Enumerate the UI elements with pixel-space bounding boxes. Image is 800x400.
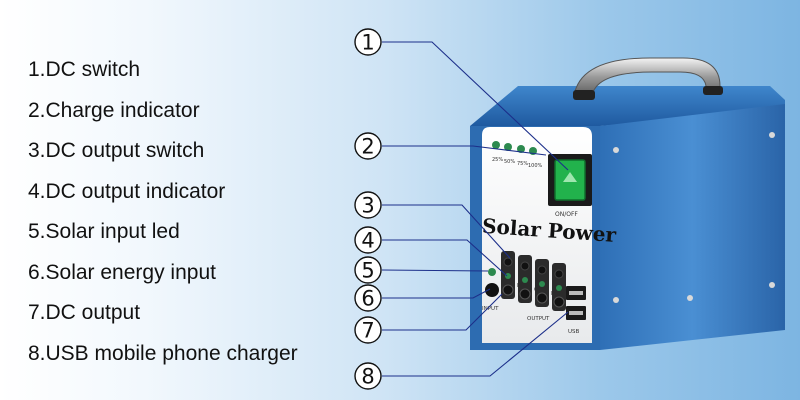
- charge-label-25: 25%: [492, 157, 503, 163]
- input-label: INPUT: [482, 306, 499, 312]
- legend-item-solar-input-led: 5.Solar input led: [28, 220, 180, 243]
- output-switch-d[interactable]: [503, 257, 513, 267]
- callout-8: 8: [354, 362, 382, 390]
- usb-charger: USB: [566, 286, 586, 335]
- charge-label-75: 75%: [517, 161, 528, 167]
- leader-line-5: [381, 269, 489, 272]
- charge-label-100: 100%: [528, 163, 543, 169]
- callout-2-number: 2: [361, 135, 374, 159]
- legend-item-dc-output-switch: 3.DC output switch: [28, 139, 205, 162]
- leader-line-4: [382, 239, 508, 277]
- solar-input-port[interactable]: [485, 283, 499, 297]
- callout-6: 6: [354, 284, 382, 312]
- leader-line-8: [382, 311, 569, 377]
- legend-item-charge-indicator: 2.Charge indicator: [28, 98, 200, 122]
- dc-switch[interactable]: ON/OFF: [548, 154, 592, 218]
- charge-led-50: [504, 143, 512, 151]
- output-led-a: [556, 285, 562, 291]
- output-led-b: [539, 281, 545, 287]
- carry-handle: [573, 57, 723, 100]
- callout-7-number: 7: [361, 319, 374, 343]
- switch-label: ON/OFF: [555, 211, 578, 218]
- legend-item-usb-charger: 8.USB mobile phone charger: [28, 341, 298, 365]
- leader-line-3: [382, 204, 511, 259]
- legend-item-solar-energy-input: 6.Solar energy input: [28, 260, 216, 284]
- charge-indicator: 25% 50% 75% 100%: [492, 141, 543, 169]
- callout-5-number: 5: [361, 259, 374, 283]
- legend-item-dc-output: 7.DC output: [28, 301, 141, 324]
- callout-3: 3: [354, 191, 382, 219]
- callout-3-number: 3: [361, 194, 374, 218]
- charge-label-50: 50%: [504, 159, 515, 165]
- legend-item-dc-switch: 1.DC switch: [28, 58, 141, 81]
- leader-line-6: [382, 288, 491, 299]
- callout-4: 4: [354, 226, 382, 254]
- leader-line-7: [382, 293, 503, 331]
- callout-5: 5: [354, 256, 382, 284]
- legend-item-dc-output-indicator: 4.DC output indicator: [28, 179, 226, 203]
- leader-lines: [381, 41, 569, 377]
- usb-label: USB: [568, 329, 580, 335]
- output-port-b[interactable]: [536, 292, 548, 304]
- callout-1-number: 1: [361, 31, 374, 55]
- output-port-a[interactable]: [553, 296, 565, 308]
- solar-input-group: INPUT: [482, 268, 499, 312]
- leader-line-2: [382, 145, 547, 156]
- callout-1: 1: [354, 28, 382, 56]
- output-switch-a[interactable]: [554, 269, 564, 279]
- dc-outputs: D C B A OUTPUT: [501, 251, 572, 322]
- leader-line-1: [382, 41, 569, 171]
- charge-led-75: [517, 145, 525, 153]
- callout-7: 7: [354, 316, 382, 344]
- output-port-d[interactable]: [502, 284, 514, 296]
- callout-markers: 1 2 3 4 5 6 7 8: [354, 28, 382, 390]
- output-led-c: [522, 277, 528, 283]
- output-switch-c[interactable]: [520, 261, 530, 271]
- dc-output-a: A: [552, 263, 572, 311]
- output-label: OUTPUT: [527, 316, 550, 322]
- output-switch-b[interactable]: [537, 265, 547, 275]
- callout-8-number: 8: [361, 365, 374, 389]
- dc-output-d: D: [501, 251, 521, 299]
- legend-list: 1.DC switch 2.Charge indicator 3.DC outp…: [28, 50, 298, 374]
- solar-input-led: [488, 268, 496, 276]
- output-port-c[interactable]: [519, 288, 531, 300]
- callout-2: 2: [354, 132, 382, 160]
- charge-led-25: [492, 141, 500, 149]
- callout-4-number: 4: [361, 229, 374, 253]
- callout-6-number: 6: [361, 287, 374, 311]
- output-led-d: [505, 273, 511, 279]
